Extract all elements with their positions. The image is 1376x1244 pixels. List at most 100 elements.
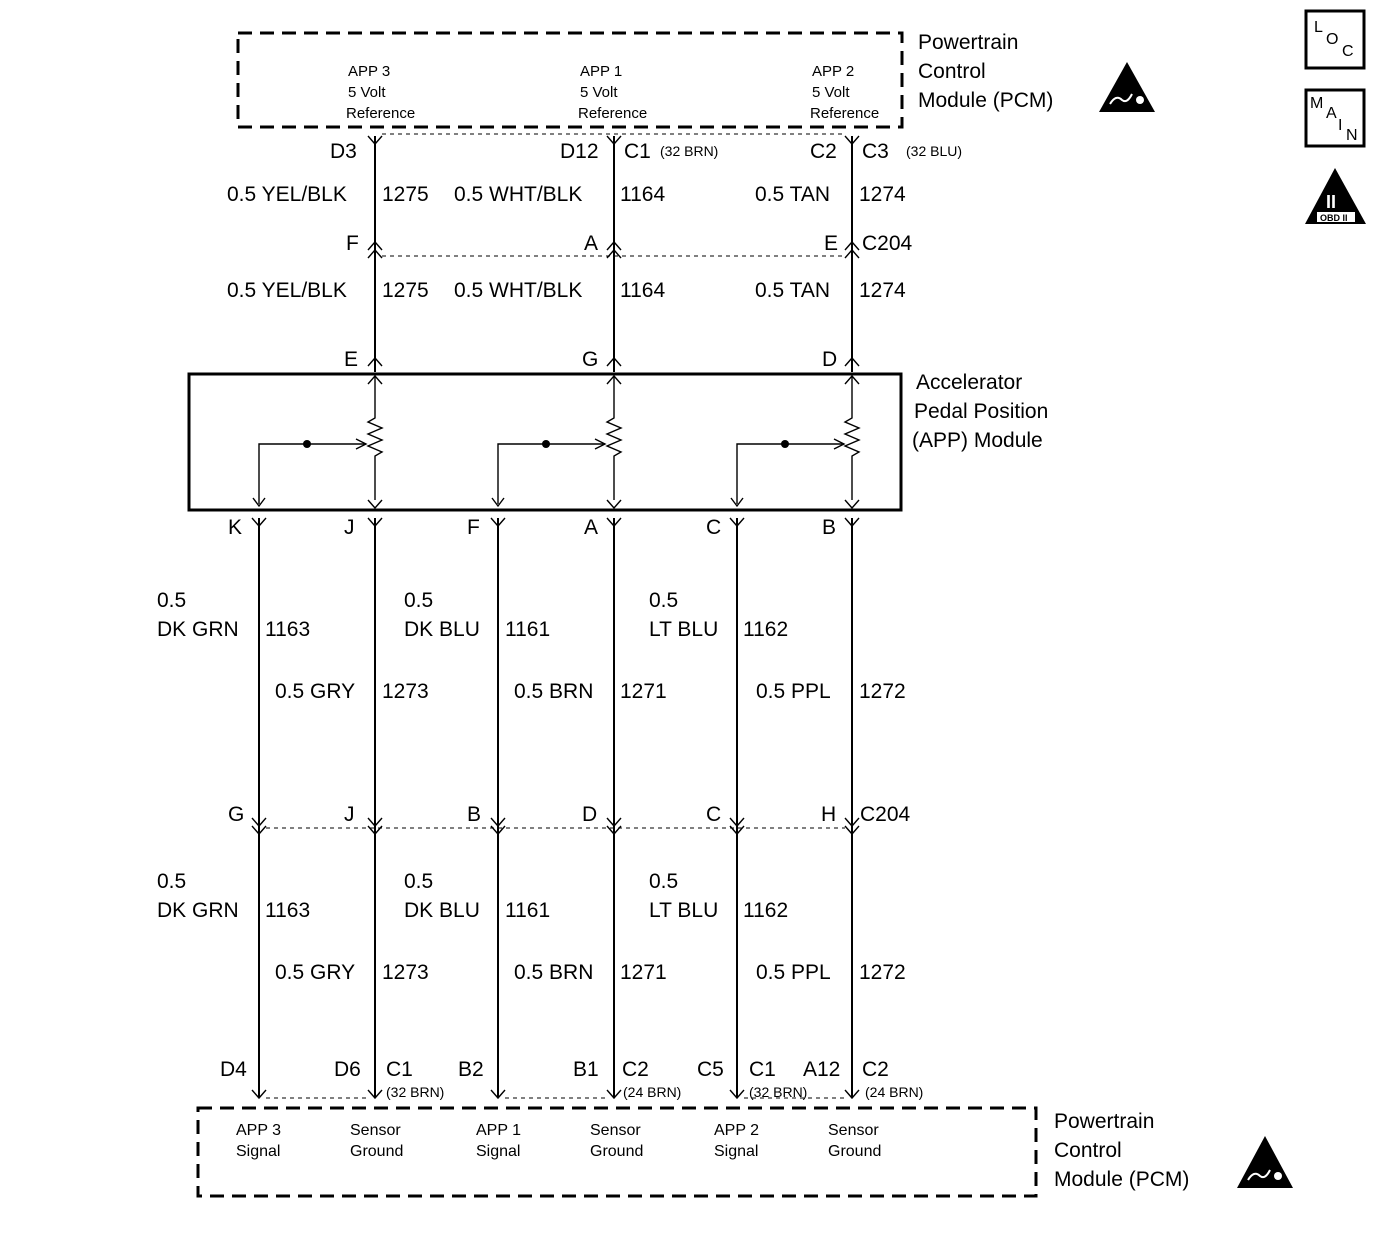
pcm-top-term2-line1: APP 1	[580, 63, 622, 80]
pcm-bottom-title-1: Powertrain	[1054, 1110, 1154, 1133]
pcm-top-term3-line3: Reference	[810, 105, 879, 122]
gnd-1273-spec-a: 0.5 GRY	[275, 680, 355, 703]
sig-1161-color-a: DK BLU	[404, 618, 480, 641]
wire-1274-circuit-b: 1274	[859, 279, 906, 302]
app-top-pin-e: E	[344, 348, 358, 371]
connector-c2-a-desc: (24 BRN)	[623, 1084, 681, 1100]
gnd-1272-circuit-b: 1272	[859, 961, 906, 984]
c204-bottom-pin-d: D	[582, 803, 597, 826]
loc-letter-l: L	[1314, 19, 1323, 36]
potentiometer-app2	[730, 374, 861, 510]
sig-1162-color-a: LT BLU	[649, 618, 718, 641]
wire-1275-circuit-b: 1275	[382, 279, 429, 302]
c204-bottom-pin-b: B	[467, 803, 481, 826]
connector-c2-b-desc: (24 BRN)	[865, 1084, 923, 1100]
pcm-bottom-title-2: Control	[1054, 1139, 1122, 1162]
pcm-bottom-term6-line1: Sensor	[828, 1122, 879, 1139]
loc-letter-c: C	[1342, 43, 1354, 60]
loc-icon[interactable]: L O C	[1304, 9, 1366, 70]
c204-top-pin-e: E	[824, 232, 838, 255]
app-top-pin-d: D	[822, 348, 837, 371]
pin-d3: D3	[330, 140, 357, 163]
c204-top-pin-f: F	[346, 232, 359, 255]
app-bottom-pin-j: J	[344, 516, 355, 539]
sig-1163-circuit-b: 1163	[265, 899, 310, 922]
wire-1164-spec-a: 0.5 WHT/BLK	[454, 183, 582, 206]
potentiometer-app3	[252, 374, 384, 510]
app-module-box	[187, 372, 903, 512]
pcm-bottom-term6-line2: Ground	[828, 1143, 881, 1160]
loc-letter-o: O	[1326, 31, 1338, 48]
pcm-bottom-pins: D4 D6 C1 (32 BRN) B2 B1 C2 (24 BRN) C5 C…	[220, 1058, 923, 1100]
sig-1162-size-b: 0.5	[649, 870, 678, 893]
c204-bottom-pin-g: G	[228, 803, 244, 826]
pcm-top-term3-line2: 5 Volt	[812, 84, 850, 101]
c204-top-pin-a: A	[584, 232, 598, 255]
pcm-bottom-title-3: Module (PCM)	[1054, 1168, 1189, 1191]
connector-c1-b: C1	[749, 1058, 776, 1081]
obd-numeral: II	[1326, 192, 1336, 212]
main-letter-a: A	[1326, 105, 1337, 122]
wire-1275-circuit-a: 1275	[382, 183, 429, 206]
app-module-title-1: Accelerator	[916, 371, 1022, 394]
c204-top-name: C204	[862, 232, 913, 255]
sig-1161-circuit-b: 1161	[505, 899, 550, 922]
sig-1162-circuit-a: 1162	[743, 618, 788, 641]
gnd-1271-spec-a: 0.5 BRN	[514, 680, 593, 703]
app-bottom-pin-f: F	[467, 516, 480, 539]
pcm-top-term1-line3: Reference	[346, 105, 415, 122]
pcm-bottom-term2-line1: Sensor	[350, 1122, 401, 1139]
pin-d4: D4	[220, 1058, 247, 1081]
connector-c3-top-desc: (32 BLU)	[906, 143, 962, 159]
gnd-1272-circuit-a: 1272	[859, 680, 906, 703]
connector-c1-b-desc: (32 BRN)	[749, 1084, 807, 1100]
gnd-1273-spec-b: 0.5 GRY	[275, 961, 355, 984]
pcm-top-box	[236, 31, 904, 129]
gnd-1272-spec-b: 0.5 PPL	[756, 961, 831, 984]
gnd-1271-circuit-b: 1271	[620, 961, 667, 984]
gnd-1271-circuit-a: 1271	[620, 680, 667, 703]
pcm-top-title-3: Module (PCM)	[918, 89, 1053, 112]
c204-bottom-pin-j: J	[344, 803, 355, 826]
pcm-top: Powertrain Control Module (PCM) APP 3 5 …	[236, 31, 1155, 129]
pcm-top-term2-line3: Reference	[578, 105, 647, 122]
main-letter-i: I	[1338, 117, 1342, 134]
wire-1164-circuit-a: 1164	[620, 183, 665, 206]
pcm-bottom-term4-line2: Ground	[590, 1143, 643, 1160]
main-letter-n: N	[1346, 127, 1358, 144]
gnd-1273-circuit-a: 1273	[382, 680, 429, 703]
sig-1163-size-a: 0.5	[157, 589, 186, 612]
obd-ii-icon[interactable]: II OBD II	[1305, 168, 1366, 224]
wire-1164-spec-b: 0.5 WHT/BLK	[454, 279, 582, 302]
sig-1162-color-b: LT BLU	[649, 899, 718, 922]
pcm-top-title-2: Control	[918, 60, 986, 83]
main-letter-m: M	[1310, 95, 1323, 112]
c204-bottom-pin-c: C	[706, 803, 721, 826]
pin-c2: C2	[810, 140, 837, 163]
wire-1275-spec-b: 0.5 YEL/BLK	[227, 279, 347, 302]
gnd-1273-circuit-b: 1273	[382, 961, 429, 984]
pcm-bottom-box	[196, 1106, 1038, 1198]
gnd-1272-spec-a: 0.5 PPL	[756, 680, 831, 703]
sig-1163-size-b: 0.5	[157, 870, 186, 893]
sig-1162-size-a: 0.5	[649, 589, 678, 612]
sig-1161-color-b: DK BLU	[404, 899, 480, 922]
esd-warning-icon	[1237, 1136, 1293, 1188]
pcm-top-term3-line1: APP 2	[812, 63, 854, 80]
wire-1274-spec-a: 0.5 TAN	[755, 183, 830, 206]
main-icon[interactable]: M A I N	[1304, 88, 1366, 148]
upper-wires: 0.5 YEL/BLK 1275 0.5 WHT/BLK 1164 0.5 TA…	[227, 136, 913, 372]
pcm-bottom: APP 3 Signal Sensor Ground APP 1 Signal …	[196, 1106, 1293, 1198]
connector-c2-b: C2	[862, 1058, 889, 1081]
wire-1275-spec-a: 0.5 YEL/BLK	[227, 183, 347, 206]
pcm-bottom-term5-line2: Signal	[714, 1143, 758, 1160]
c204-bottom-pin-h: H	[821, 803, 836, 826]
sig-1161-circuit-a: 1161	[505, 618, 550, 641]
sig-1163-circuit-a: 1163	[265, 618, 310, 641]
app-module-title-2: Pedal Position	[914, 400, 1048, 423]
sig-1161-size-b: 0.5	[404, 870, 433, 893]
pcm-top-title-1: Powertrain	[918, 31, 1018, 54]
app-module-title-3: (APP) Module	[912, 429, 1043, 452]
sig-1162-circuit-b: 1162	[743, 899, 788, 922]
pin-c5: C5	[697, 1058, 724, 1081]
